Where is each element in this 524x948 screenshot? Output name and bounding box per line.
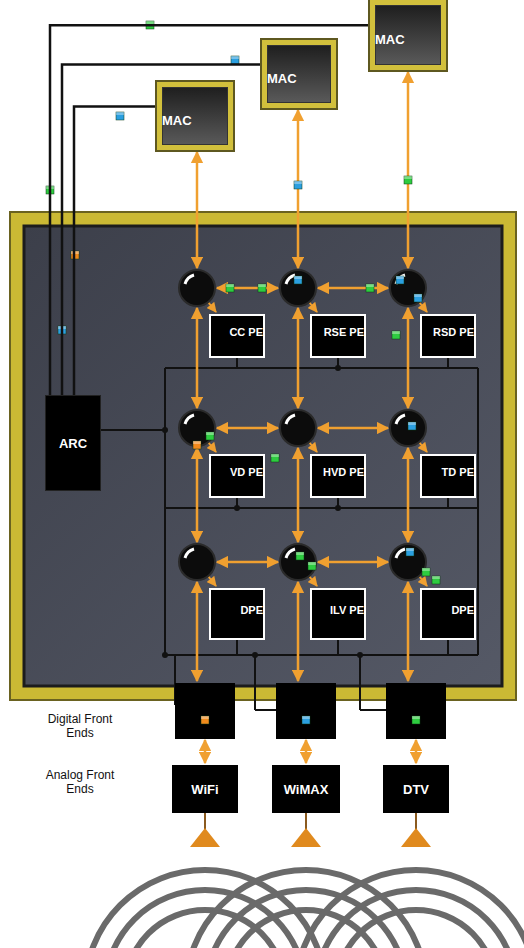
- control-wire: [50, 25, 370, 395]
- control-wire: [74, 106, 157, 395]
- node-label: WiMAX: [284, 782, 329, 797]
- node-label: CC PE: [229, 326, 263, 338]
- processing-element: DPE: [420, 588, 476, 640]
- controller-box: ARC: [45, 395, 101, 491]
- processing-element: RSE PE: [310, 314, 366, 358]
- analog-front-end: WiMAX: [272, 765, 340, 813]
- processing-element: ILV PE: [310, 588, 366, 640]
- section-label-text: Digital Front Ends: [48, 712, 113, 740]
- node-label: DPE: [240, 604, 263, 616]
- node-label: TD PE: [442, 466, 474, 478]
- node-label: RSD PE: [433, 326, 474, 338]
- node-label: DTV: [403, 782, 429, 797]
- routers: [179, 270, 426, 580]
- node-label: ARC: [59, 436, 87, 451]
- section-label-text: Analog Front Ends: [46, 768, 115, 796]
- mac-box: MAC: [370, 0, 446, 70]
- processing-element: VD PE: [209, 454, 265, 498]
- router-pe-links: [208, 302, 427, 586]
- chip-frame: [10, 212, 516, 700]
- processing-element: RSD PE: [420, 314, 476, 358]
- processing-element: CC PE: [209, 314, 265, 358]
- section-label: Digital Front Ends: [44, 712, 116, 741]
- section-label: Analog Front Ends: [44, 768, 116, 797]
- node-label: RSE PE: [324, 326, 364, 338]
- node-label: DPE: [451, 604, 474, 616]
- digital-front-end: [175, 683, 446, 739]
- antennas: [190, 813, 431, 847]
- control-bus: [101, 358, 478, 710]
- data-packets: [46, 21, 440, 724]
- chip-panel: [24, 226, 502, 686]
- mac-box: MAC: [262, 40, 336, 108]
- node-label: MAC: [267, 71, 297, 86]
- processing-element: TD PE: [420, 454, 476, 498]
- node-label: WiFi: [191, 782, 218, 797]
- processing-element: DPE: [209, 588, 265, 640]
- node-label: ILV PE: [330, 604, 364, 616]
- analog-front-end: WiFi: [172, 765, 238, 813]
- radio-waves: [85, 870, 524, 948]
- mesh-links: [197, 72, 416, 763]
- node-label: MAC: [375, 32, 405, 47]
- node-label: MAC: [162, 113, 192, 128]
- bus-junctions: [162, 365, 363, 658]
- node-label: HVD PE: [323, 466, 364, 478]
- node-label: VD PE: [230, 466, 263, 478]
- analog-front-end: DTV: [383, 765, 449, 813]
- mac-box: MAC: [157, 82, 233, 150]
- processing-element: HVD PE: [310, 454, 366, 498]
